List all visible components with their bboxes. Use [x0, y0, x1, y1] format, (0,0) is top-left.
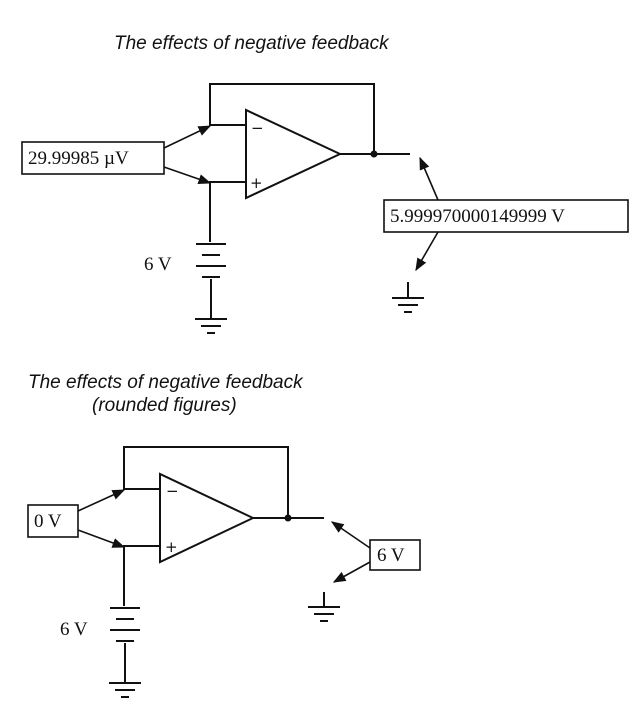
output-voltmeter-1-reading: 5.999970000149999 V — [390, 206, 565, 227]
input-probe-arrow-minus-1 — [163, 125, 212, 149]
op-amp-1-noninverting-sign: + — [250, 174, 263, 192]
output-node-2 — [284, 514, 292, 522]
ground-icon — [392, 297, 424, 313]
battery-2-label: 6 V — [60, 619, 88, 640]
noninverting-wire-2 — [123, 545, 160, 606]
diagram-2: The effects of negative feedback (rounde… — [27, 372, 421, 698]
battery-2 — [110, 607, 140, 642]
diagram-1-title: The effects of negative feedback — [114, 33, 390, 54]
diagram-1: The effects of negative feedback − + 6 V — [21, 33, 629, 334]
output-probe-arrow-ground-1 — [415, 231, 439, 272]
op-amp-2-inverting-sign: − — [166, 482, 179, 500]
output-voltmeter-1 — [383, 199, 629, 233]
output-node-1 — [370, 150, 378, 158]
input-voltmeter-1-reading: 29.99985 µV — [28, 148, 129, 169]
output-probe-arrow-node-2 — [330, 521, 371, 549]
noninverting-wire-1 — [209, 181, 246, 242]
ground-icon — [308, 606, 340, 622]
input-voltmeter-2-reading: 0 V — [34, 511, 62, 532]
input-probe-arrow-plus-2 — [77, 529, 126, 548]
output-voltmeter-2 — [369, 539, 421, 571]
diagram-2-title-line-2: (rounded figures) — [92, 395, 237, 416]
op-amp-1-inverting-sign: − — [251, 119, 264, 137]
op-amp-2-noninverting-sign: + — [165, 538, 178, 556]
output-probe-arrow-node-1 — [419, 156, 439, 201]
feedback-wire-2 — [123, 446, 289, 518]
diagram-2-title-line-1: The effects of negative feedback — [28, 372, 304, 393]
input-probe-arrow-minus-2 — [77, 489, 126, 512]
op-amp-2 — [159, 472, 256, 564]
battery-1-label: 6 V — [144, 254, 172, 275]
input-voltmeter-2 — [27, 504, 79, 538]
battery-1 — [196, 243, 226, 278]
ground-icon — [109, 682, 141, 698]
input-probe-arrow-plus-1 — [163, 166, 212, 185]
op-amp-1 — [245, 108, 343, 200]
input-voltmeter-1 — [21, 141, 165, 175]
feedback-wire-1 — [209, 83, 375, 154]
output-voltmeter-2-reading: 6 V — [377, 545, 405, 566]
output-probe-arrow-ground-2 — [332, 561, 371, 583]
ground-icon — [195, 318, 227, 334]
